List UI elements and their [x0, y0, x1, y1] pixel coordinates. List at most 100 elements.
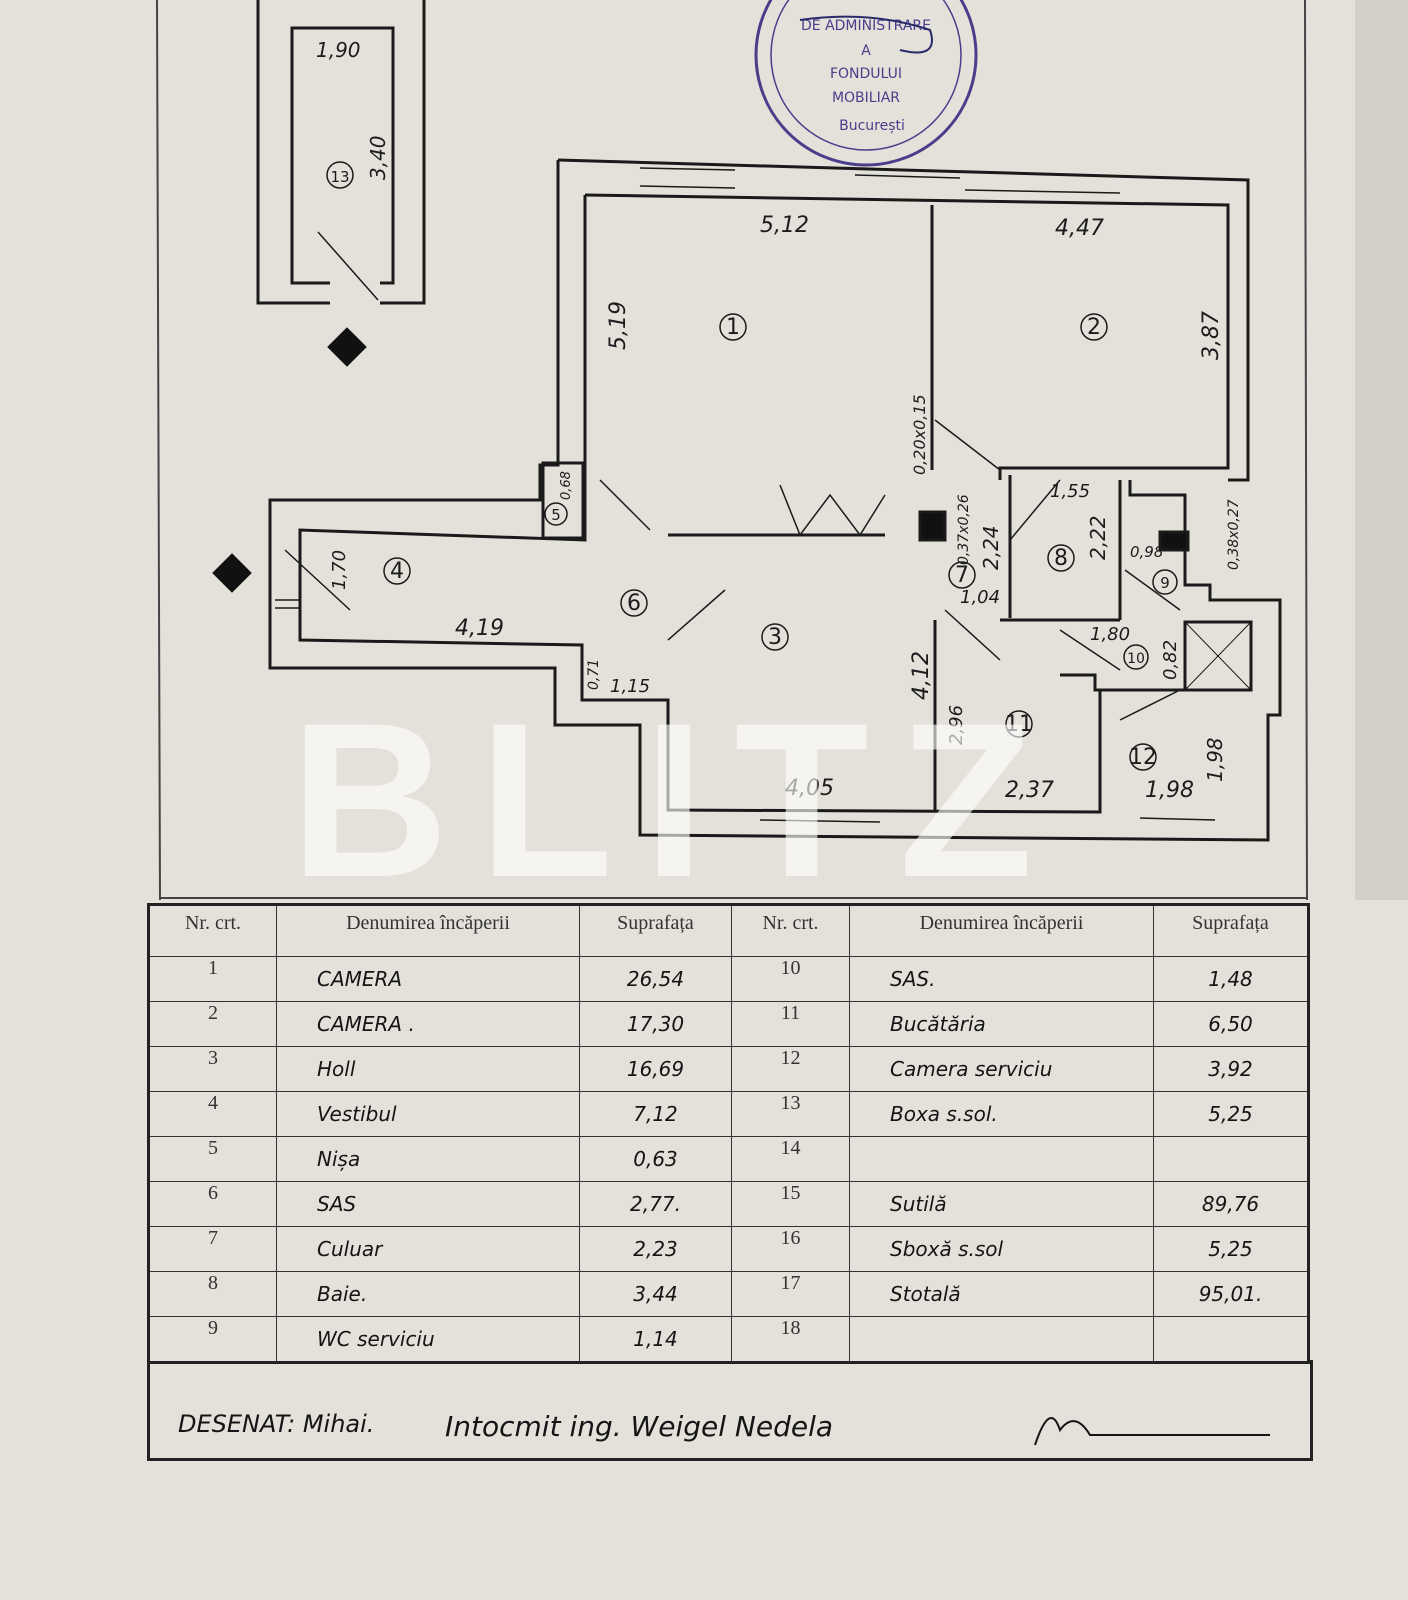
room-number: 1 — [726, 315, 740, 340]
svg-text:FONDULUI: FONDULUI — [830, 66, 902, 82]
dimension: 4,12 — [909, 651, 934, 700]
floor-plan: DE ADMINISTRARE A FONDULUI MOBILIAR Bucu… — [156, 0, 1408, 900]
dimension: 0,98 — [1130, 543, 1163, 561]
dimension: 1,98 — [1145, 778, 1194, 803]
cell-area: 3,44 — [579, 1271, 732, 1317]
cell-area: 1,14 — [579, 1316, 732, 1363]
prepared-by: Intocmit ing. Weigel Nedela — [445, 1410, 834, 1443]
dimension: 1,80 — [1090, 624, 1130, 645]
cell-nr: 7 — [148, 1226, 277, 1272]
cell-name: WC serviciu — [276, 1316, 580, 1363]
cell-name: SAS. — [849, 956, 1154, 1002]
page-edge-shadow — [1355, 0, 1408, 900]
cell-nr: 6 — [148, 1181, 277, 1227]
room-number: 12 — [1129, 745, 1157, 770]
dimension: 2,24 — [979, 525, 1003, 570]
cell-name: Nișa — [276, 1136, 580, 1182]
room-numbers — [326, 161, 1178, 771]
room-number: 9 — [1160, 574, 1170, 592]
cell-area — [1153, 1316, 1309, 1363]
header-name: Denumirea încăperii — [276, 904, 580, 957]
dimension: 5,12 — [760, 213, 809, 238]
room-number: 5 — [551, 506, 561, 524]
cell-area: 0,63 — [579, 1136, 732, 1182]
dimension: 2,22 — [1086, 515, 1110, 560]
cell-nr: 16 — [731, 1226, 850, 1272]
cell-area: 3,92 — [1153, 1046, 1309, 1092]
stamp: DE ADMINISTRARE A FONDULUI MOBILIAR Bucu… — [754, 0, 978, 167]
cell-area: 2,77. — [579, 1181, 732, 1227]
cell-nr: 14 — [731, 1136, 850, 1182]
dimension: 0,82 — [1160, 640, 1181, 680]
dimension: 0,37x0,26 — [956, 494, 972, 565]
signature — [1034, 1417, 1270, 1446]
cell-nr: 2 — [148, 1001, 277, 1047]
cell-nr: 15 — [731, 1181, 850, 1227]
marker — [327, 327, 367, 367]
drawn-by: DESENAT: Mihai. — [178, 1410, 375, 1438]
dimension: 1,70 — [329, 550, 350, 590]
cell-area: 5,25 — [1153, 1091, 1309, 1137]
header-area: Suprafața — [1153, 904, 1309, 957]
cell-name — [849, 1136, 1154, 1182]
dimension: 0,71 — [586, 659, 602, 690]
header-nr: Nr. crt. — [148, 904, 277, 957]
cell-nr: 17 — [731, 1271, 850, 1317]
page-border-left — [156, 0, 161, 900]
room-number: 13 — [330, 168, 349, 186]
cell-name: Sutilă — [849, 1181, 1154, 1227]
cell-name: Camera serviciu — [849, 1046, 1154, 1092]
cell-name: Vestibul — [276, 1091, 580, 1137]
header-area: Suprafața — [579, 904, 732, 957]
cell-area: 6,50 — [1153, 1001, 1309, 1047]
rooms-table: Nr. crt. Denumirea încăperii Suprafața N… — [147, 903, 1310, 1364]
room-number: 2 — [1087, 315, 1101, 340]
cell-name: SAS — [276, 1181, 580, 1227]
cell-name: Holl — [276, 1046, 580, 1092]
cell-area: 7,12 — [579, 1091, 732, 1137]
cell-nr: 5 — [148, 1136, 277, 1182]
footer-box: DESENAT: Mihai. Intocmit ing. Weigel Ned… — [147, 1360, 1313, 1461]
dimension: 3,87 — [1199, 311, 1224, 360]
cell-area: 26,54 — [579, 956, 732, 1002]
dimension: 4,05 — [785, 776, 834, 801]
cell-name: Culuar — [276, 1226, 580, 1272]
room-number: 6 — [627, 591, 641, 616]
svg-text:A: A — [861, 43, 871, 59]
room-number: 8 — [1054, 546, 1068, 571]
cell-nr: 11 — [731, 1001, 850, 1047]
cell-nr: 18 — [731, 1316, 850, 1363]
apartment-walls — [268, 158, 1282, 842]
dimension: 1,98 — [1203, 737, 1227, 782]
cell-nr: 13 — [731, 1091, 850, 1137]
cell-name: Sboxă s.sol — [849, 1226, 1154, 1272]
room-number: 10 — [1127, 651, 1145, 667]
dimension: 2,37 — [1005, 778, 1054, 803]
cell-name: Baie. — [276, 1271, 580, 1317]
dimension: 5,19 — [606, 301, 631, 350]
cell-area: 2,23 — [579, 1226, 732, 1272]
dimension: 1,15 — [610, 676, 650, 697]
cell-name: Stotală — [849, 1271, 1154, 1317]
cell-area: 16,69 — [579, 1046, 732, 1092]
cell-name: CAMERA . — [276, 1001, 580, 1047]
room-number: 7 — [955, 563, 969, 588]
cell-area: 17,30 — [579, 1001, 732, 1047]
dimension: 0,20x0,15 — [910, 394, 929, 475]
svg-text:MOBILIAR: MOBILIAR — [832, 90, 900, 106]
cell-nr: 3 — [148, 1046, 277, 1092]
dimension: 1,55 — [1050, 481, 1090, 502]
header-name: Denumirea încăperii — [849, 904, 1154, 957]
cell-area: 89,76 — [1153, 1181, 1309, 1227]
table-header: Nr. crt. Denumirea încăperii Suprafața N… — [148, 904, 1309, 957]
dimension: 0,68 — [559, 471, 574, 500]
room-number: 3 — [768, 625, 782, 650]
